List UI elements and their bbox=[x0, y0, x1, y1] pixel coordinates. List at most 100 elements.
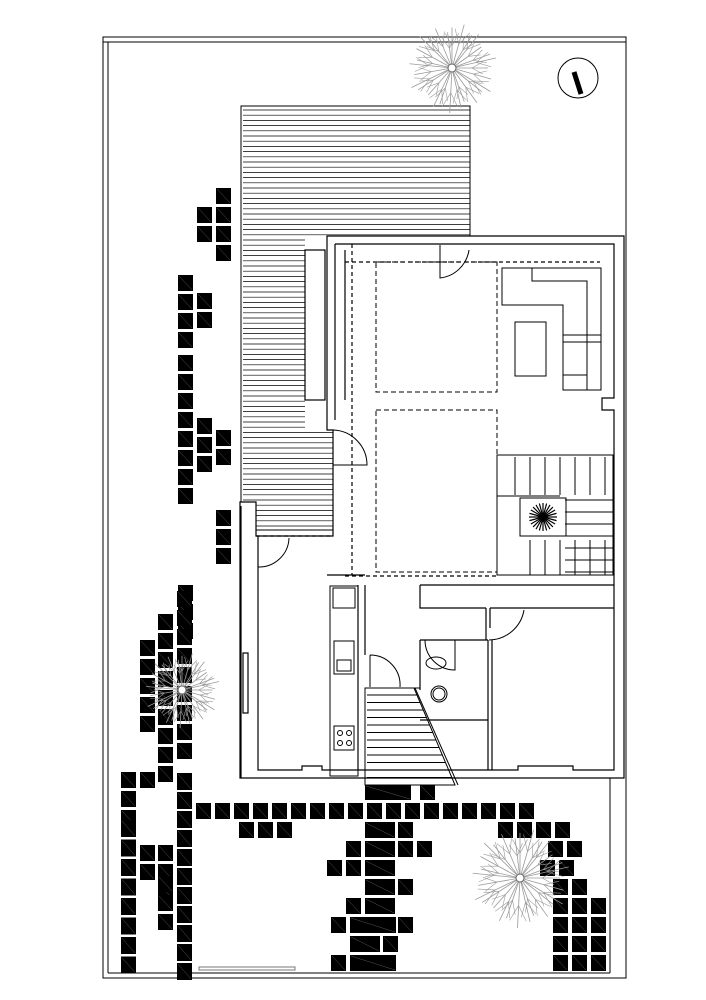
tree-twig bbox=[523, 834, 528, 852]
tree-twig bbox=[168, 702, 172, 713]
tree-twig bbox=[473, 80, 489, 82]
paver-texture bbox=[140, 716, 155, 732]
paver-texture bbox=[443, 803, 458, 819]
paver-texture bbox=[216, 449, 231, 465]
paver-texture bbox=[591, 955, 606, 971]
tree-branch bbox=[181, 661, 205, 691]
tree-branch bbox=[154, 663, 183, 691]
plant-leaf bbox=[542, 503, 548, 518]
tree-twig bbox=[466, 34, 470, 50]
tree-twig bbox=[465, 87, 468, 102]
house-walls bbox=[239, 235, 625, 779]
tree-twig bbox=[520, 902, 526, 918]
tree-twig bbox=[468, 54, 481, 57]
plant-leaf bbox=[532, 506, 544, 518]
doors bbox=[257, 245, 525, 688]
tree-branch bbox=[506, 877, 521, 919]
paver-texture bbox=[548, 841, 563, 857]
paver-texture bbox=[158, 876, 173, 892]
tree-twig bbox=[468, 80, 482, 84]
tree-twig bbox=[508, 901, 510, 919]
tree-twig bbox=[543, 892, 561, 894]
paver-texture bbox=[216, 510, 231, 526]
tree-twig bbox=[534, 899, 538, 916]
tree-twig bbox=[468, 81, 474, 94]
plant-leaf bbox=[532, 516, 544, 528]
paver-texture bbox=[365, 841, 395, 857]
tree-twig bbox=[185, 708, 195, 718]
paver-texture bbox=[346, 841, 361, 857]
tree-twig bbox=[441, 37, 450, 49]
tree-twig bbox=[535, 898, 551, 907]
paver-texture bbox=[398, 822, 413, 838]
tree-twig bbox=[155, 698, 164, 711]
tree-branch bbox=[519, 840, 550, 879]
toilet-icon bbox=[425, 656, 448, 703]
tree-twig bbox=[519, 839, 528, 854]
tree-branch bbox=[181, 689, 191, 724]
tree-twig bbox=[541, 871, 555, 879]
tree-twig bbox=[535, 841, 540, 858]
tree-branch bbox=[147, 689, 183, 707]
tree-twig bbox=[471, 61, 484, 69]
spiral-plant-icon bbox=[519, 497, 567, 537]
paver-texture bbox=[177, 849, 192, 866]
tree-twig bbox=[418, 67, 432, 72]
paver-texture bbox=[196, 803, 211, 819]
paver-texture bbox=[553, 879, 568, 895]
paver-texture bbox=[197, 418, 212, 434]
paver-texture bbox=[350, 936, 380, 952]
tree-branch bbox=[414, 67, 453, 76]
plant-leaf bbox=[530, 516, 544, 525]
paver-texture bbox=[140, 845, 155, 861]
paver-texture bbox=[177, 792, 192, 809]
tree-twig bbox=[502, 894, 506, 909]
tree-branch bbox=[181, 662, 200, 691]
tree-branch bbox=[451, 53, 491, 69]
tree-twig bbox=[150, 687, 163, 694]
paver-texture bbox=[398, 841, 413, 857]
tree-twig bbox=[426, 82, 439, 88]
tree-twig bbox=[471, 67, 484, 75]
paver-texture bbox=[178, 431, 193, 447]
paver-texture bbox=[158, 614, 173, 630]
paver-texture bbox=[572, 955, 587, 971]
tree-twig bbox=[176, 706, 179, 719]
paver-texture bbox=[405, 803, 420, 819]
paver-texture bbox=[386, 803, 401, 819]
paver-texture bbox=[462, 803, 477, 819]
tree-branch bbox=[181, 677, 215, 691]
tree-twig bbox=[413, 77, 430, 80]
tree-branch bbox=[451, 35, 473, 69]
tree-branch bbox=[519, 866, 569, 879]
tree-branch bbox=[150, 689, 183, 696]
tree-trunk bbox=[177, 685, 187, 695]
paver-texture bbox=[216, 529, 231, 545]
paver-texture bbox=[121, 791, 136, 807]
paver-texture bbox=[559, 860, 574, 876]
tree-twig bbox=[487, 863, 499, 874]
paver-texture bbox=[519, 803, 534, 819]
paver-texture bbox=[239, 822, 254, 838]
plant-leaf bbox=[535, 504, 544, 518]
tree-twig bbox=[537, 892, 545, 907]
tree-twig bbox=[429, 88, 442, 99]
paver-texture bbox=[365, 879, 395, 895]
tree-twig bbox=[436, 38, 440, 52]
tree-branch bbox=[519, 877, 554, 905]
tree-branch bbox=[165, 689, 183, 723]
tree-twig bbox=[465, 86, 480, 94]
paver-texture bbox=[346, 898, 361, 914]
staircase bbox=[496, 454, 614, 576]
paver-texture bbox=[197, 293, 212, 309]
tree-branch bbox=[451, 67, 478, 103]
paver-texture bbox=[178, 313, 193, 329]
tree-twig bbox=[199, 694, 209, 704]
tree-twig bbox=[458, 86, 469, 96]
tree-twig bbox=[442, 31, 445, 47]
plant-leaf bbox=[529, 512, 544, 518]
tree-branch bbox=[427, 67, 453, 96]
tree-twig bbox=[537, 863, 552, 866]
paver-texture bbox=[398, 917, 413, 933]
